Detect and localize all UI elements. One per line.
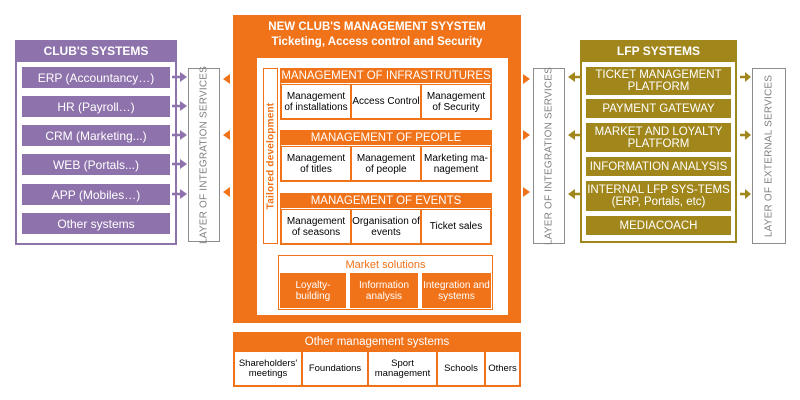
infra-installations: Management of installations <box>281 84 351 119</box>
lfp-payment-gateway: PAYMENT GATEWAY <box>586 99 731 118</box>
external-services-layer: LAYER OF EXTERNAL SERVICES <box>752 68 786 244</box>
lfp-ticket-management: TICKET MANAGEMENT PLATFORM <box>586 67 731 95</box>
arrow-lfp-2 <box>568 130 582 140</box>
left-integration-layer: LAYER OF INTEGRATION SERVICES <box>188 66 220 244</box>
other-schools: Schools <box>438 352 484 385</box>
center-to-left-layer-arrows <box>223 74 230 197</box>
club-systems-title: CLUB'S SYSTEMS <box>15 40 177 62</box>
events-ticket-sales: Ticket sales <box>421 209 491 244</box>
arrow-lfp-1 <box>568 72 582 82</box>
lfp-to-right-layer-arrows <box>568 72 582 199</box>
lfp-internal-systems: INTERNAL LFP SYS-TEMS (ERP, Portals, etc… <box>586 181 731 211</box>
club-system-hr: HR (Payroll…) <box>22 96 170 117</box>
market-solutions-title: Market solutions <box>345 258 426 271</box>
market-information-analysis: Information analysis <box>350 273 418 308</box>
lfp-to-external-arrows <box>740 72 751 199</box>
events-organisation: Organisation of events <box>351 209 421 244</box>
lfp-market-loyalty: MARKET AND LOYALTY PLATFORM <box>586 123 731 152</box>
arrow-crm <box>172 130 187 140</box>
people-people: Management of people <box>351 146 421 181</box>
center-left-arrow-1 <box>223 74 230 84</box>
arrow-ext-1 <box>740 72 751 82</box>
lfp-systems-title: LFP SYSTEMS <box>580 40 737 62</box>
other-shareholders-meetings: Shareholders' meetings <box>235 352 301 385</box>
arrow-erp <box>172 72 187 82</box>
other-sport-management: Sport management <box>369 352 436 385</box>
arrow-ext-3 <box>740 189 751 199</box>
club-to-layer-arrows <box>172 72 187 199</box>
center-right-arrow-3 <box>523 187 530 197</box>
other-foundations: Foundations <box>303 352 367 385</box>
people-title: MANAGEMENT OF PEOPLE <box>280 130 492 145</box>
other-management-title: Other management systems <box>304 336 450 348</box>
arrow-ext-2 <box>740 130 751 140</box>
arrow-hr <box>172 101 187 111</box>
center-title-sub: Ticketing, Access control and Security <box>271 36 483 48</box>
other-others: Others <box>486 352 519 385</box>
market-loyalty-building: Loyalty-building <box>280 273 346 308</box>
center-title-main: NEW CLUB'S MANAGEMENT SYYSTEM <box>268 21 486 33</box>
events-seasons: Management of seasons <box>281 209 351 244</box>
lfp-information-analysis: INFORMATION ANALYSIS <box>586 157 731 176</box>
club-system-web: WEB (Portals...) <box>22 154 170 175</box>
center-left-arrow-3 <box>223 187 230 197</box>
infra-access-control: Access Control <box>351 84 421 119</box>
infrastructures-title: MANAGEMENT OF INFRASTRUTURES <box>280 68 492 83</box>
club-system-crm: CRM (Marketing...) <box>22 125 170 146</box>
arrow-web <box>172 159 187 169</box>
center-to-right-layer-arrows <box>523 74 530 197</box>
center-left-arrow-2 <box>223 130 230 140</box>
people-marketing: Marketing ma-nagement <box>421 146 491 181</box>
club-system-erp: ERP (Accountancy…) <box>22 67 170 88</box>
center-right-arrow-1 <box>523 74 530 84</box>
club-system-other: Other systems <box>22 213 170 234</box>
center-title: NEW CLUB'S MANAGEMENT SYYSTEM Ticketing,… <box>233 18 521 52</box>
infra-security: Management of Security <box>421 84 491 119</box>
right-integration-layer: LAYER OF INTEGRATION SERVICES <box>533 67 565 245</box>
lfp-mediacoach: MEDIACOACH <box>586 216 731 235</box>
arrow-lfp-3 <box>568 189 582 199</box>
center-right-arrow-2 <box>523 130 530 140</box>
people-titles: Management of titles <box>281 146 351 181</box>
market-integration-systems: Integration and systems <box>422 273 491 308</box>
arrow-app <box>172 189 187 199</box>
tailored-development-bar: Tailored development <box>263 68 278 244</box>
club-system-app: APP (Mobiles…) <box>22 184 170 205</box>
events-title: MANAGEMENT OF EVENTS <box>280 193 492 208</box>
